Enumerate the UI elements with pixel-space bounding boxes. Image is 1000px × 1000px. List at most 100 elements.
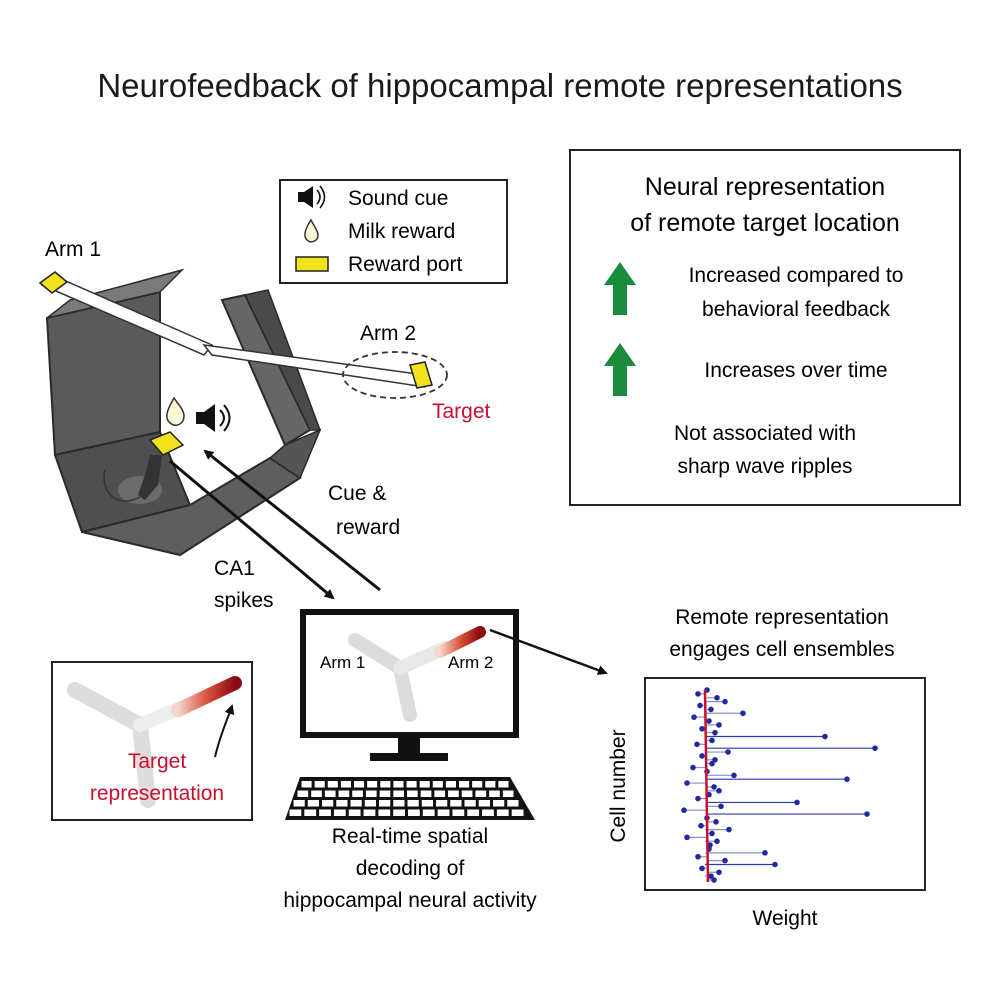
ensemble-dot (716, 869, 722, 876)
keyboard-key (333, 809, 346, 816)
ensemble-dot (708, 706, 714, 713)
legend-box: Sound cue Milk reward Reward port (279, 179, 508, 284)
keyboard-key (393, 790, 404, 797)
ensemble-dot (694, 741, 700, 748)
keyboard-key (434, 790, 446, 797)
ensemble-dot (711, 784, 717, 790)
ensemble-dot (772, 861, 778, 868)
target-representation-inset: Target representation (51, 661, 253, 821)
keyboard-key (507, 800, 519, 807)
keyboard-key (485, 781, 496, 788)
keyboard-key (379, 790, 391, 797)
ensemble-dot (872, 745, 878, 751)
keyboard-key (478, 800, 490, 807)
legend-reward-port: Reward port (348, 253, 463, 276)
keyboard-key (293, 800, 305, 807)
ensemble-dot (762, 850, 768, 856)
keyboard-key (459, 781, 470, 788)
keyboard-key (421, 800, 433, 807)
ensemble-dot (699, 753, 705, 759)
keyboard-key (422, 809, 435, 816)
maze-illustration: Arm 1 Arm 2 Target (38, 238, 491, 557)
keyboard-key (289, 809, 302, 816)
ensemble-heading-line1: Remote representation (675, 606, 889, 629)
ensemble-dot (681, 807, 687, 814)
ensemble-dot (713, 819, 719, 825)
ensemble-dot (709, 760, 715, 767)
keyboard-key (452, 809, 465, 816)
keyboard-key (314, 781, 325, 788)
keyboard-key (367, 781, 378, 788)
keyboard-key (393, 781, 404, 788)
ensemble-dot (722, 698, 728, 705)
results-heading-line2: of remote target location (630, 209, 900, 237)
ensemble-dot (711, 877, 717, 883)
ensemble-dot (726, 826, 732, 833)
ensemble-dot (714, 694, 720, 701)
ensemble-dot (695, 795, 701, 802)
keyboard-key (407, 790, 418, 797)
maze-arm2-label: Arm 2 (360, 322, 416, 345)
keyboard-key (448, 790, 459, 797)
keyboard-key (307, 800, 319, 807)
keyboard-key (432, 781, 443, 788)
legend-sound-cue: Sound cue (348, 187, 448, 210)
keyboard-key (461, 790, 473, 797)
ensemble-dot (794, 799, 800, 806)
keyboard-key (436, 800, 448, 807)
cue-reward-line2: reward (336, 516, 400, 539)
keyboard-key (297, 790, 309, 797)
legend-reward-port-icon (295, 256, 329, 272)
keyboard-key (450, 800, 462, 807)
ensemble-dot (722, 857, 728, 864)
ensemble-plot-frame (644, 677, 926, 891)
keyboard-key (324, 790, 336, 797)
center-reward-port (148, 431, 185, 456)
results-row2: Increases over time (704, 359, 887, 382)
ensemble-dot (684, 780, 690, 786)
keyboard-key (498, 781, 509, 788)
keyboard-key (496, 809, 509, 816)
keyboard-key (311, 790, 322, 797)
target-label: Target (432, 400, 491, 423)
legend-speaker-icon (298, 185, 326, 209)
keyboard-key (350, 800, 362, 807)
keyboard-key (472, 781, 483, 788)
keyboard-key (493, 800, 505, 807)
results-row1-line1: Increased compared to (689, 264, 904, 287)
keyboard-key (322, 800, 334, 807)
legend-milk-reward: Milk reward (348, 220, 455, 243)
signal-arrows: Cue & reward CA1 spikes (169, 449, 400, 612)
keyboard-key (419, 781, 430, 788)
keyboard-key (393, 809, 405, 816)
keyboard-key (467, 809, 480, 816)
figure-title: Neurofeedback of hippocampal remote repr… (97, 67, 902, 104)
ensemble-dot (697, 702, 703, 709)
ensemble-dot (699, 725, 705, 732)
ensemble-dot (864, 811, 870, 817)
monitor-caption-line3: hippocampal neural activity (283, 889, 537, 912)
ensemble-dot (691, 714, 697, 720)
ensemble-dot (706, 718, 712, 724)
monitor-caption-line2: decoding of (356, 857, 465, 880)
ensemble-heading-line2: engages cell ensembles (669, 638, 894, 661)
ensemble-dot (709, 830, 715, 837)
keyboard-key (482, 809, 494, 816)
keyboard-key (378, 809, 391, 816)
results-row3-line1: Not associated with (674, 422, 856, 445)
target-highlight-ellipse (342, 351, 448, 399)
monitor-arm2-label: Arm 2 (448, 653, 493, 672)
up-arrow-icon (604, 262, 636, 315)
ensemble-dot (844, 776, 850, 782)
ensemble-dot (725, 749, 731, 755)
ensemble-dot (718, 803, 724, 810)
ensemble-dot (740, 710, 746, 717)
keyboard-key (379, 800, 391, 807)
monitor-caption-line1: Real-time spatial (332, 825, 488, 848)
keyboard-key (489, 790, 500, 797)
monitor-decoded-maze (348, 626, 486, 722)
ensemble-dot (708, 873, 714, 879)
keyboard-key (338, 790, 350, 797)
results-heading-line1: Neural representation (645, 173, 885, 201)
